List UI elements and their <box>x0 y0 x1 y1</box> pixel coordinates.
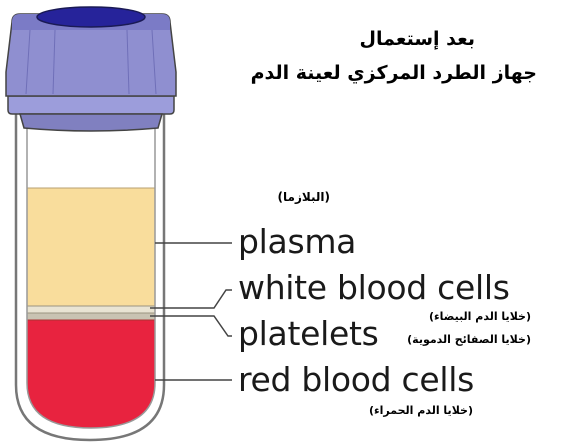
label-white-blood-cells-arabic: (خلايا الدم البيضاء) <box>429 310 531 323</box>
layer-plasma <box>27 188 155 306</box>
label-plasma-arabic: (البلازما) <box>278 190 330 204</box>
label-red-blood-cells: red blood cells <box>238 360 474 399</box>
tube-cap-ring <box>8 96 174 114</box>
layer-red-blood-cells <box>27 320 155 428</box>
layer-platelets <box>27 313 155 320</box>
diagram-title-line2: جهاز الطرد المركزي لعينة الدم <box>251 62 537 84</box>
label-plasma: plasma <box>238 222 356 261</box>
label-white-blood-cells: white blood cells <box>238 268 510 307</box>
label-platelets: platelets <box>238 314 378 353</box>
tube-cap-plug <box>20 114 162 131</box>
tube-cap-opening <box>37 7 145 27</box>
label-red-blood-cells-arabic: (خلايا الدم الحمراء) <box>369 404 473 417</box>
layer-white-blood-cells <box>27 306 155 313</box>
diagram-title-line1: بعد إستعمال <box>360 28 475 50</box>
label-platelets-arabic: (خلايا الصفائح الدموية) <box>407 333 531 346</box>
